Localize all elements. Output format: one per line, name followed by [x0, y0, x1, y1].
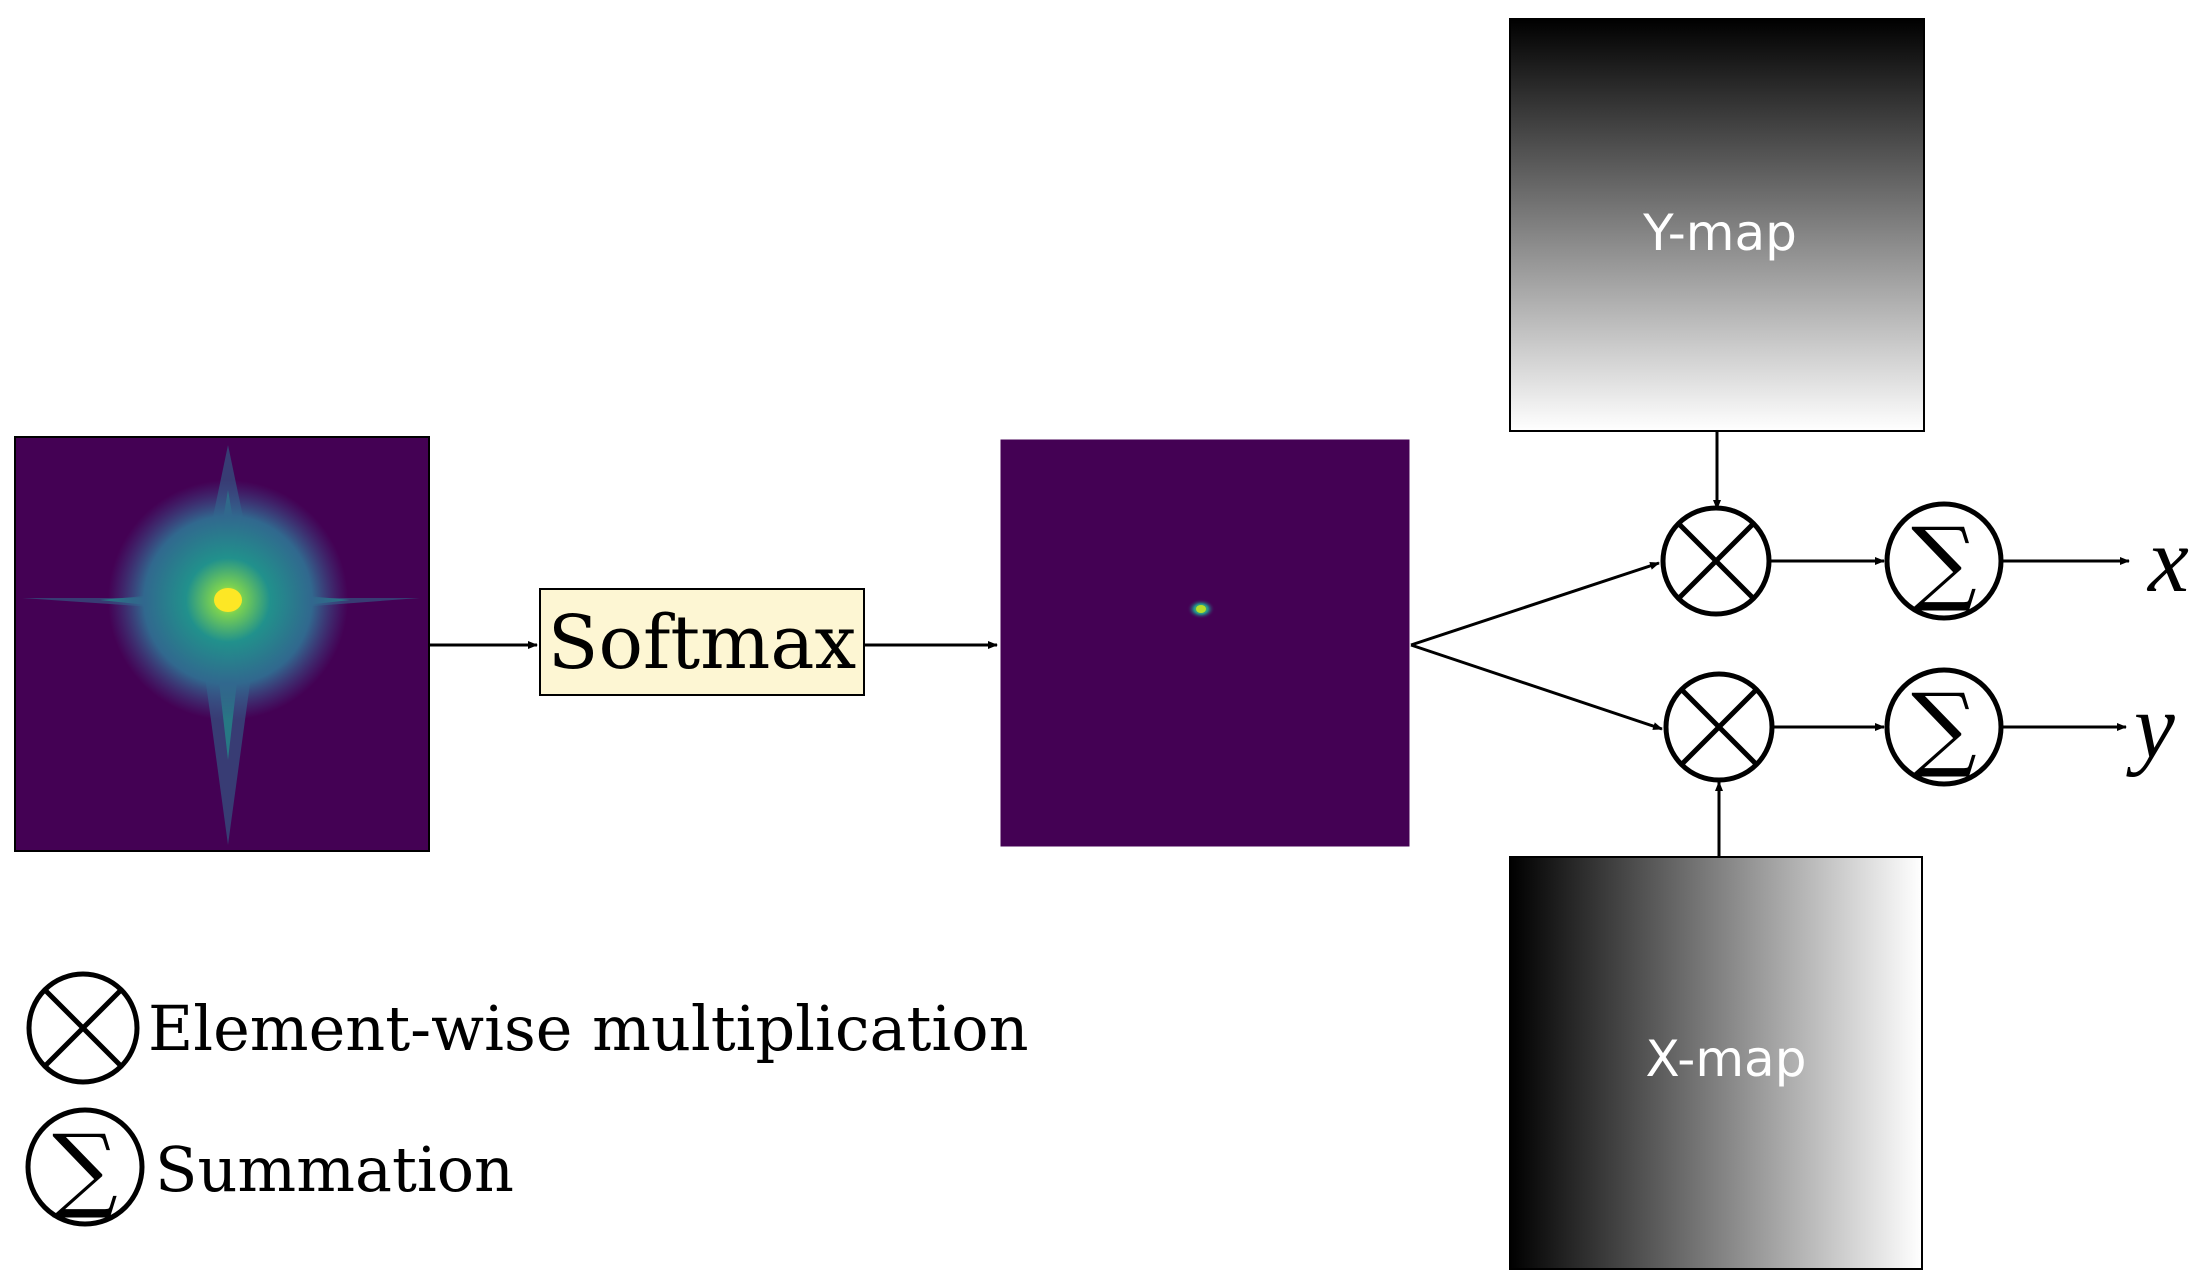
- x-map: X-map: [1509, 856, 1923, 1270]
- output-x-label: x: [2146, 509, 2189, 611]
- multiply-icon: [1663, 671, 1775, 783]
- y-map-label: Y-map: [1642, 204, 1797, 262]
- legend-sigma-symbol: ∑: [52, 1115, 118, 1222]
- summation-icon: ∑: [1884, 501, 2004, 621]
- legend: Element-wise multiplication ∑ Summation: [25, 971, 1029, 1227]
- input-heatmap: [14, 436, 430, 852]
- legend-summation-icon: ∑: [25, 1107, 145, 1227]
- output-y-label: y: [2126, 675, 2175, 777]
- x-map-label: X-map: [1646, 1030, 1807, 1088]
- sigma-symbol: ∑: [1911, 674, 1977, 781]
- summation-icon: ∑: [1884, 667, 2004, 787]
- softmax-block: Softmax: [539, 588, 865, 696]
- legend-multiply-label: Element-wise multiplication: [148, 992, 1029, 1065]
- legend-summation-label: Summation: [155, 1133, 514, 1206]
- softmax-label: Softmax: [548, 600, 856, 686]
- sigma-symbol: ∑: [1911, 508, 1977, 615]
- multiply-icon: [1660, 505, 1772, 617]
- arrow-probmap-to-multiply-bottom: [1410, 643, 1663, 731]
- legend-multiply-icon: [26, 971, 140, 1085]
- y-map: Y-map: [1509, 18, 1925, 432]
- probability-heatmap: [1000, 439, 1410, 847]
- arrow-probmap-to-multiply-top: [1410, 561, 1660, 647]
